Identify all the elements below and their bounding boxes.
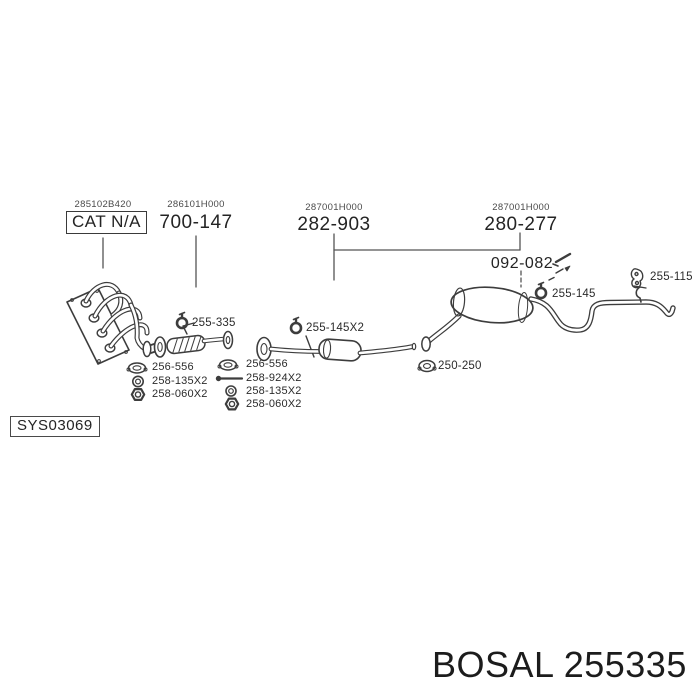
nut-icon xyxy=(130,388,146,401)
clamp-icon xyxy=(289,316,303,335)
hardware-row-code: 256-556 xyxy=(152,361,194,373)
oem-ref-label: 287001H000 xyxy=(492,202,550,213)
group-code-label: 282-903 xyxy=(297,214,371,235)
brand-part-title: BOSAL 255335 xyxy=(432,644,687,685)
callout-clamp-flex: 255-335 xyxy=(192,317,236,329)
washer-icon xyxy=(132,375,145,388)
oem-ref-label: 286101H000 xyxy=(167,199,225,210)
kit-code-label: 092-082 xyxy=(490,255,554,272)
group-code-label: 700-147 xyxy=(159,212,233,233)
hanger-icon xyxy=(630,268,644,289)
callout-hanger-rear: 255-115 xyxy=(650,271,693,283)
clamp-icon xyxy=(534,281,548,300)
center-pipe-drawing xyxy=(256,335,417,362)
flex-pipe-drawing xyxy=(153,330,234,358)
gasket-icon xyxy=(417,359,437,373)
oem-ref-label: 285102B420 xyxy=(74,199,132,210)
clamp-icon xyxy=(175,311,189,330)
cat-code-box: CAT N/A xyxy=(66,211,147,234)
hanger-rod xyxy=(635,286,642,303)
callout-gasket-rear: 250-250 xyxy=(438,360,482,372)
bolt-icon xyxy=(215,375,244,382)
manifold-drawing xyxy=(66,281,195,365)
hardware-row-code: 258-060X2 xyxy=(152,388,208,400)
system-code-box: SYS03069 xyxy=(10,416,100,437)
bolt-icon xyxy=(548,252,572,281)
hardware-row-code: 258-135X2 xyxy=(246,385,302,397)
oem-ref-label: 287001H000 xyxy=(305,202,363,213)
hardware-row-code: 258-135X2 xyxy=(152,375,208,387)
callout-clamp-rear: 255-145 xyxy=(552,288,596,300)
hardware-row-code: 256-556 xyxy=(246,358,288,370)
washer-icon xyxy=(225,385,237,397)
rear-muffler-drawing xyxy=(421,286,534,352)
hardware-row-code: 258-060X2 xyxy=(246,398,302,410)
tailpipe-drawing xyxy=(528,285,676,333)
nut-icon xyxy=(224,397,240,411)
hardware-row-code: 258-924X2 xyxy=(246,372,302,384)
gasket-icon xyxy=(217,359,239,371)
callout-clamp-center: 255-145X2 xyxy=(306,322,365,334)
gasket-icon xyxy=(126,362,148,374)
leader-lines xyxy=(102,232,522,288)
group-code-label: 280-277 xyxy=(484,214,558,235)
